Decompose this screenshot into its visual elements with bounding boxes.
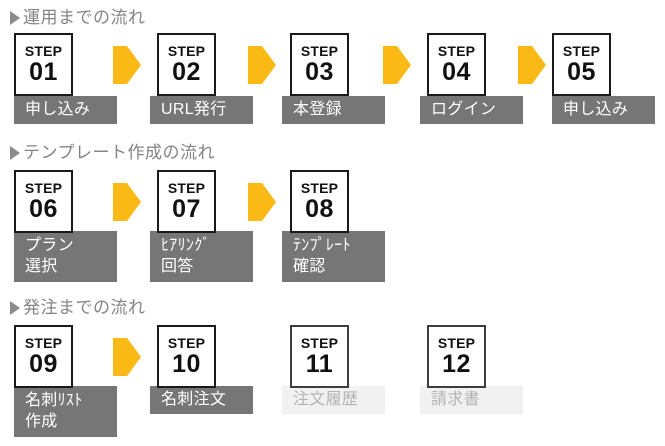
step-box-12[interactable]: STEP 12	[427, 325, 486, 388]
step-word-03: STEP	[300, 42, 339, 59]
step-word-07: STEP	[167, 179, 206, 196]
step-label-03[interactable]: 本登録	[282, 96, 385, 124]
section-heading-2-label: テンプレート作成の流れ	[23, 143, 215, 162]
step-word-01: STEP	[24, 42, 63, 59]
step-number-06: 06	[29, 194, 58, 223]
section-heading-1: 運用までの流れ	[10, 8, 146, 28]
step-number-03: 03	[305, 57, 334, 86]
step-word-12: STEP	[437, 334, 476, 351]
triangle-marker-icon	[10, 146, 20, 160]
step-box-01[interactable]: STEP 01	[14, 33, 73, 96]
step-word-11: STEP	[300, 334, 339, 351]
step-number-12: 12	[442, 349, 471, 378]
triangle-marker-icon	[10, 301, 20, 315]
step-number-01: 01	[29, 57, 58, 86]
step-number-04: 04	[442, 57, 471, 86]
step-word-10: STEP	[167, 334, 206, 351]
arrow-icon-04-05	[518, 46, 546, 84]
step-box-07[interactable]: STEP 07	[157, 170, 216, 233]
step-label-06[interactable]: プラン 選択	[14, 231, 117, 282]
section-heading-2: テンプレート作成の流れ	[10, 143, 215, 163]
step-box-10[interactable]: STEP 10	[157, 325, 216, 388]
step-box-08[interactable]: STEP 08	[290, 170, 349, 233]
step-label-08[interactable]: ﾃﾝﾌﾟﾚｰﾄ 確認	[282, 231, 385, 282]
step-box-02[interactable]: STEP 02	[157, 33, 216, 96]
step-label-01[interactable]: 申し込み	[14, 96, 117, 124]
step-number-07: 07	[172, 194, 201, 223]
step-box-03[interactable]: STEP 03	[290, 33, 349, 96]
step-word-02: STEP	[167, 42, 206, 59]
step-label-12[interactable]: 請求書	[420, 386, 523, 414]
step-number-11: 11	[305, 349, 334, 378]
step-word-05: STEP	[562, 42, 601, 59]
step-box-06[interactable]: STEP 06	[14, 170, 73, 233]
section-heading-3-label: 発注までの流れ	[23, 298, 146, 317]
step-label-02[interactable]: URL発行	[150, 96, 253, 124]
step-box-05[interactable]: STEP 05	[552, 33, 611, 96]
step-word-09: STEP	[24, 334, 63, 351]
step-label-07[interactable]: ﾋｱﾘﾝｸﾞ 回答	[150, 231, 253, 282]
step-word-08: STEP	[300, 179, 339, 196]
step-label-05[interactable]: 申し込み	[552, 96, 655, 124]
arrow-icon-06-07	[113, 183, 141, 221]
step-number-05: 05	[567, 57, 596, 86]
step-box-09[interactable]: STEP 09	[14, 325, 73, 388]
step-box-11[interactable]: STEP 11	[290, 325, 349, 388]
step-label-09[interactable]: 名刺ﾘｽﾄ 作成	[14, 386, 117, 437]
step-word-04: STEP	[437, 42, 476, 59]
step-label-04[interactable]: ログイン	[420, 96, 523, 124]
step-number-08: 08	[305, 194, 334, 223]
step-number-10: 10	[172, 349, 201, 378]
step-box-04[interactable]: STEP 04	[427, 33, 486, 96]
arrow-icon-03-04	[383, 46, 411, 84]
step-word-06: STEP	[24, 179, 63, 196]
step-number-09: 09	[29, 349, 58, 378]
arrow-icon-07-08	[248, 183, 276, 221]
step-number-02: 02	[172, 57, 201, 86]
arrow-icon-01-02	[113, 46, 141, 84]
arrow-icon-02-03	[248, 46, 276, 84]
step-label-10[interactable]: 名刺注文	[150, 386, 253, 414]
section-heading-1-label: 運用までの流れ	[23, 8, 146, 27]
step-label-11[interactable]: 注文履歴	[282, 386, 385, 414]
arrow-icon-09-10	[113, 338, 141, 376]
section-heading-3: 発注までの流れ	[10, 298, 146, 318]
triangle-marker-icon	[10, 11, 20, 25]
